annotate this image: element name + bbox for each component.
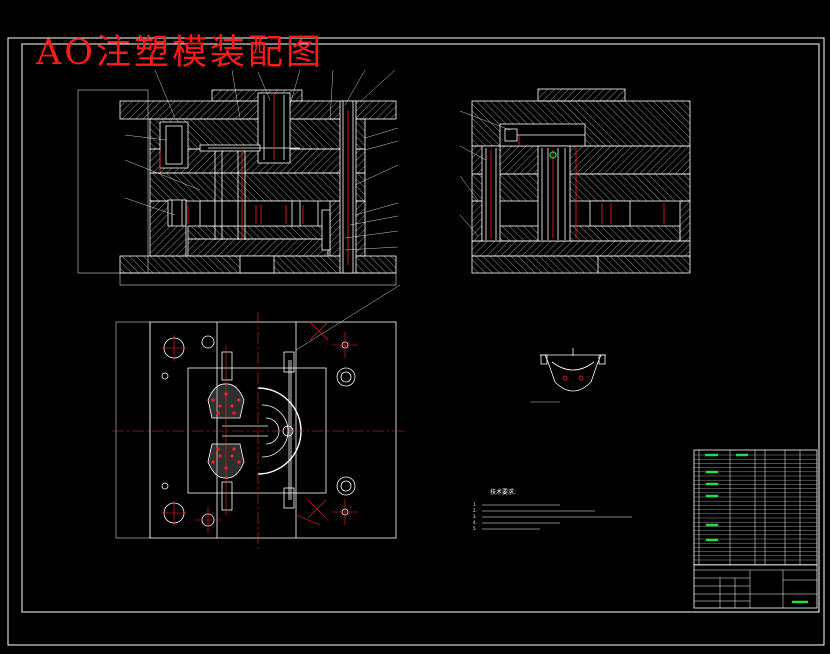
tech-req-item-3: 3. (473, 514, 477, 519)
tech-requirements (482, 504, 632, 530)
part-hole-right (578, 375, 584, 381)
front-leader-lines (124, 69, 401, 351)
tech-req-item-5: 5. (473, 526, 477, 531)
drawing-title: AO注塑模装配图 (36, 33, 324, 73)
parts-list-highlights (705, 453, 808, 604)
parts-list (693, 449, 818, 609)
front-section-view (77, 89, 397, 286)
side-section-view (471, 88, 691, 274)
inner-border (21, 43, 820, 613)
tech-req-item-2: 2. (473, 508, 477, 513)
plan-red-holes (211, 392, 241, 470)
side-leader-lines (459, 110, 511, 237)
tech-req-item-4: 4. (473, 520, 477, 525)
parts-list-rows (694, 454, 817, 565)
side-red-lines (490, 135, 665, 238)
tech-req-item-1: 1. (473, 502, 477, 507)
outer-border (7, 37, 825, 646)
plan-center-lines (112, 312, 405, 550)
part-hole-left (562, 375, 568, 381)
front-red-lines (159, 92, 349, 265)
plan-view (115, 321, 397, 539)
tech-req-heading: 技术要求: (490, 488, 516, 496)
part-sketch (530, 348, 606, 403)
side-green-marker (549, 151, 557, 159)
